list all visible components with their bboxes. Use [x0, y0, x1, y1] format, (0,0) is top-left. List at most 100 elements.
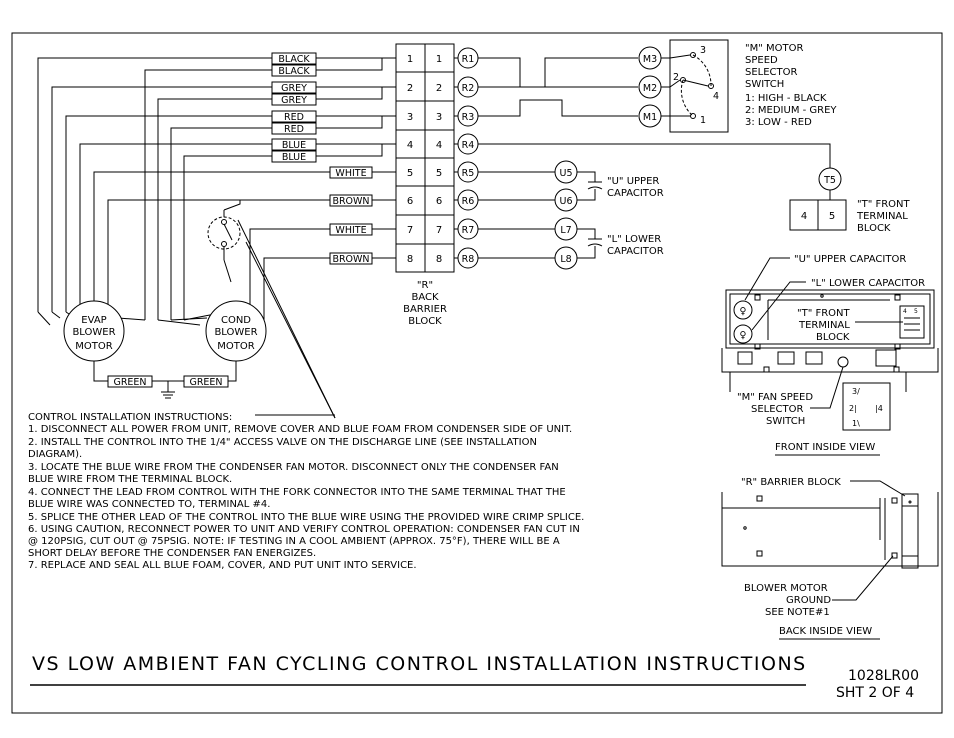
lower-cap-label: "L" LOWER: [607, 234, 661, 245]
terminal-label: R1: [462, 54, 475, 65]
instruction-line: 5. SPLICE THE OTHER LEAD OF THE CONTROL …: [28, 512, 584, 523]
front-view-title: FRONT INSIDE VIEW: [775, 442, 875, 453]
terminal-label: R2: [462, 83, 475, 94]
switch-position: 1: [700, 115, 706, 126]
motor-label: BLOWER: [72, 327, 115, 338]
callout-ground: SEE NOTE#1: [765, 607, 830, 618]
m-terminals: M3 M2 M1: [638, 46, 670, 128]
upper-cap-label: CAPACITOR: [607, 188, 664, 199]
barrier-number: 2: [407, 83, 413, 94]
instruction-line: 3. LOCATE THE BLUE WIRE FROM THE CONDENS…: [28, 462, 559, 473]
capacitor-icon: ♀: [740, 330, 747, 341]
wire-labels-left: BLACK BLACK GREY GREY RED RED BLUE BLUE …: [271, 52, 373, 265]
motor-lead-wires: [37, 57, 396, 326]
terminal-label: M2: [643, 83, 657, 94]
terminal-label: R6: [462, 196, 475, 207]
barrier-number: 5: [436, 168, 442, 179]
switch-digit: |4: [875, 404, 883, 413]
motor-label: COND: [221, 315, 251, 326]
r-block-label-line: BACK: [411, 292, 439, 303]
wire-label: BLUE: [282, 152, 306, 163]
terminal-label: R7: [462, 225, 475, 236]
sheet-number: SHT 2 OF 4: [836, 685, 914, 701]
callout-upper-capacitor: "U" UPPER CAPACITOR: [794, 254, 906, 265]
instruction-line: 7. REPLACE AND SEAL ALL BLUE FOAM, COVER…: [28, 560, 417, 571]
callout-t-block: "T" FRONT: [797, 308, 851, 319]
instruction-line: SHORT DELAY BEFORE THE CONDENSER FAN ENE…: [28, 548, 316, 559]
sheet-title: VS LOW AMBIENT FAN CYCLING CONTROL INSTA…: [32, 653, 807, 675]
legend-line: 1: HIGH - BLACK: [745, 93, 827, 104]
legend-line: SWITCH: [745, 79, 784, 90]
barrier-number: 3: [407, 112, 413, 123]
instruction-line: 2. INSTALL THE CONTROL INTO THE 1/4" ACC…: [28, 437, 537, 448]
r-terminals: R1 R2 R3 R4 R5 R6 R7 R8: [454, 47, 479, 269]
wire-label: BROWN: [332, 196, 369, 207]
instruction-line: DIAGRAM).: [28, 449, 82, 460]
wire-label: BLACK: [278, 54, 310, 65]
wire-label: RED: [284, 124, 304, 135]
switch-position: 2: [673, 72, 679, 83]
terminal-label: R5: [462, 168, 475, 179]
switch-position: 3: [700, 45, 706, 56]
t-block-number: 4: [801, 211, 807, 222]
barrier-number: 7: [407, 225, 413, 236]
barrier-number: 6: [436, 196, 442, 207]
wire-label: BLACK: [278, 66, 310, 77]
wire-label: WHITE: [335, 168, 366, 179]
wire-label: BROWN: [332, 254, 369, 265]
callout-barrier-block: "R" BARRIER BLOCK: [741, 477, 841, 488]
callout-t-block: TERMINAL: [798, 320, 850, 331]
t-front-terminal: T5 4 5 "T" FRONT TERMINAL BLOCK: [789, 167, 911, 234]
title-block: VS LOW AMBIENT FAN CYCLING CONTROL INSTA…: [30, 653, 919, 701]
switch-digit: 2|: [849, 404, 857, 413]
terminal-label: M1: [643, 112, 657, 123]
barrier-number: 8: [436, 254, 442, 265]
speed-selector-switch: 3 2 4 1: [669, 39, 729, 133]
motor-label: EVAP: [81, 315, 106, 326]
wire-label: RED: [284, 112, 304, 123]
terminal-label: R4: [462, 140, 475, 151]
t-block-number: 5: [829, 211, 835, 222]
t-block-label: BLOCK: [857, 223, 891, 234]
instruction-line: 1. DISCONNECT ALL POWER FROM UNIT, REMOV…: [28, 424, 572, 435]
capacitor-icon: ♀: [740, 306, 747, 317]
tb-digit: 4: [903, 308, 907, 315]
legend-line: 2: MEDIUM - GREY: [745, 105, 837, 116]
evap-blower-motor: EVAP BLOWER MOTOR: [63, 300, 125, 362]
instruction-line: @ 120PSIG, CUT OUT @ 75PSIG. NOTE: IF TE…: [28, 536, 560, 547]
instructions-heading: CONTROL INSTALLATION INSTRUCTIONS:: [28, 412, 232, 423]
back-barrier-block: 1 1 2 2 3 3 4 4 5 5 6 6 7 7 8 8: [395, 43, 455, 273]
wire-label: GREY: [281, 83, 307, 94]
terminal-label: L7: [560, 225, 571, 236]
switch-digit: 1\: [852, 419, 860, 428]
instruction-line: 6. USING CAUTION, RECONNECT POWER TO UNI…: [28, 524, 580, 535]
motor-label: BLOWER: [214, 327, 257, 338]
terminal-label: M3: [643, 54, 657, 65]
ground-wiring: GREEN GREEN: [93, 361, 237, 399]
callout-t-block: BLOCK: [816, 332, 850, 343]
callout-fan-switch: "M" FAN SPEED: [737, 392, 813, 403]
callout-ground: GROUND: [786, 595, 831, 606]
r-block-label-line: "R": [417, 280, 433, 291]
callout-ground: BLOWER MOTOR: [744, 583, 828, 594]
r-block-label: "R" BACK BARRIER BLOCK: [403, 280, 447, 327]
barrier-number: 7: [436, 225, 442, 236]
ground-label: GREEN: [113, 377, 146, 388]
instruction-line: 4. CONNECT THE LEAD FROM CONTROL WITH TH…: [28, 487, 566, 498]
wire-label: WHITE: [335, 225, 366, 236]
switch-digit: 3/: [852, 387, 860, 396]
t-block-label: "T" FRONT: [857, 199, 911, 210]
capacitor-wiring: U5 U6 L7 L8 "U" UPPER CAPACITOR "L" LOWE…: [478, 160, 664, 270]
back-view-title: BACK INSIDE VIEW: [779, 626, 872, 637]
doc-number: 1028LR00: [848, 668, 919, 684]
switch-wires: [478, 57, 831, 200]
motor-speed-legend: "M" MOTOR SPEED SELECTOR SWITCH 1: HIGH …: [745, 43, 837, 128]
barrier-number: 4: [407, 140, 413, 151]
switch-position: 4: [713, 91, 719, 102]
barrier-number: 6: [407, 196, 413, 207]
lower-cap-label: CAPACITOR: [607, 246, 664, 257]
fan-cycling-control: [207, 200, 336, 419]
barrier-number: 4: [436, 140, 442, 151]
barrier-number: 8: [407, 254, 413, 265]
legend-line: "M" MOTOR: [745, 43, 803, 54]
